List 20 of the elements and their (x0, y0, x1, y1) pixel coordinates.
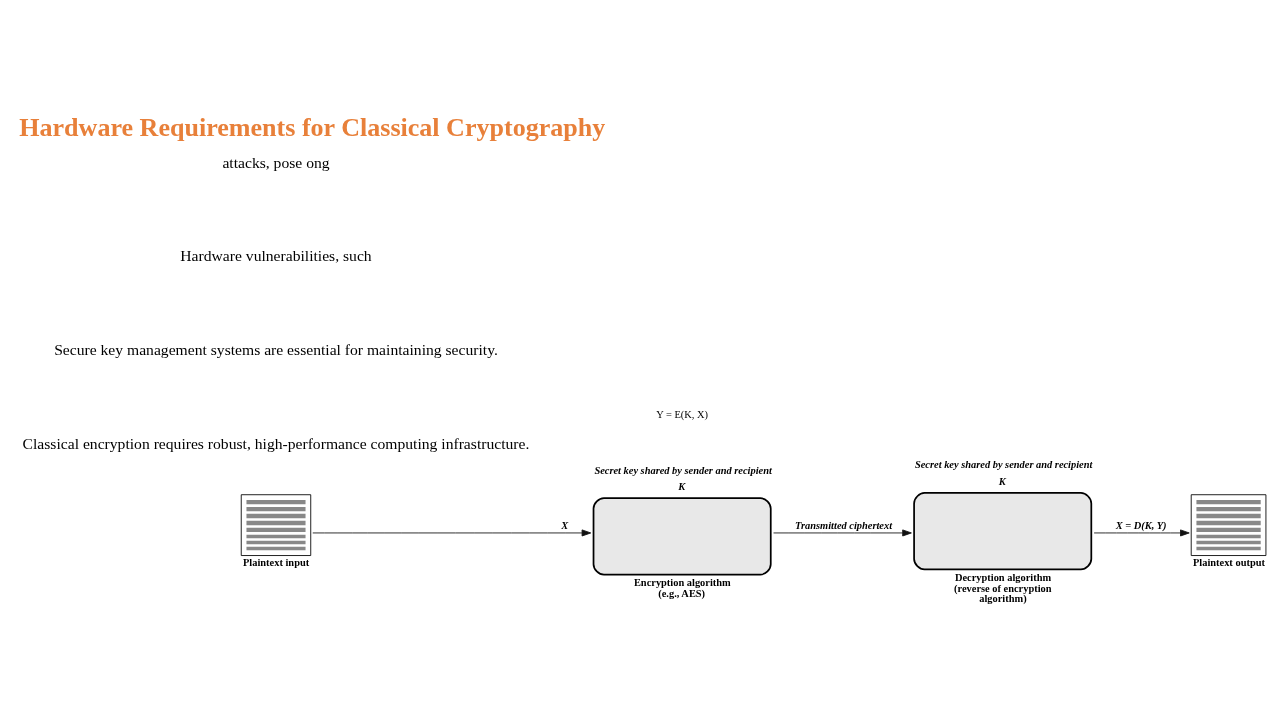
node-label: Secret key shared by sender and recipient (914, 458, 1093, 470)
node-label: Decryption algorithm (reverse of encryption algorithm) (954, 571, 1052, 604)
arrow (1093, 528, 1190, 536)
label: attacks, pose ong (222, 153, 330, 171)
node-label: Plaintext input (242, 556, 310, 568)
diagram-title: Hardware Requirements for Classical Cryptography (19, 112, 606, 142)
node-label: Encryption algorithm (e.g., AES) (633, 576, 731, 599)
node-label: K (678, 480, 686, 492)
label: Hardware vulnerabilities, such (180, 246, 372, 264)
label: Secure key management systems are essential for maintaining security. (54, 340, 498, 358)
edge-label: X = D(K, Y) (1115, 519, 1167, 531)
label: Classical encryption requires robust, high-performance computing infrastructure. (22, 434, 530, 452)
edge-label: Transmitted ciphertext (795, 519, 893, 531)
arrow (773, 528, 912, 536)
node-label: Secret key shared by sender and recipient (594, 464, 772, 476)
label: Y = E(K, X) (656, 408, 708, 420)
node-label: K (998, 475, 1006, 487)
arrow (312, 528, 592, 536)
edge-label: X (561, 519, 569, 531)
node-label: Plaintext output (1192, 556, 1265, 568)
